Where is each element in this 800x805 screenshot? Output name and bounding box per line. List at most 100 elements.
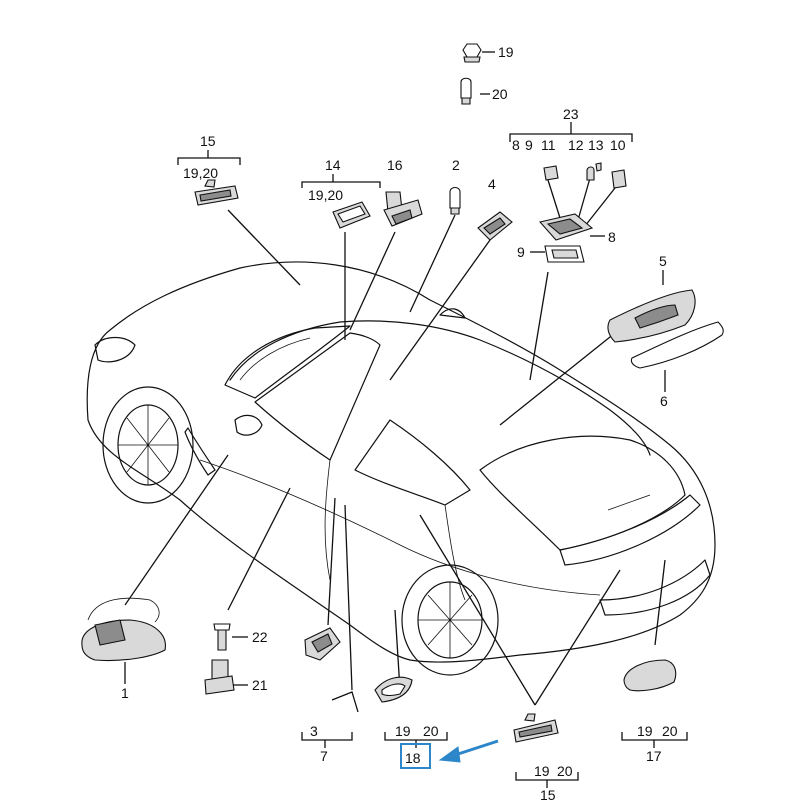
part-6-seal bbox=[630, 321, 724, 369]
callout-15-bottom: 15 bbox=[540, 787, 556, 800]
highlight-box-18 bbox=[400, 743, 431, 769]
callout-17: 17 bbox=[646, 748, 662, 764]
bracket-15-top bbox=[177, 157, 241, 165]
highlight-annotation bbox=[400, 739, 499, 769]
callout-19-group-17: 19 bbox=[637, 723, 653, 739]
part-17-lamp bbox=[623, 659, 677, 692]
part-8-lamp-housing bbox=[538, 213, 594, 241]
leader-7 bbox=[344, 504, 353, 691]
callout-6: 6 bbox=[660, 393, 668, 409]
callout-22: 22 bbox=[252, 629, 268, 645]
part-22-bulb bbox=[213, 623, 231, 651]
part-10-cap bbox=[611, 169, 627, 189]
callout-10: 10 bbox=[610, 137, 626, 153]
part-2-bulb bbox=[449, 186, 461, 215]
body-crease-line bbox=[199, 459, 601, 596]
callout-4: 4 bbox=[488, 176, 496, 192]
leader-lines bbox=[124, 51, 666, 706]
callout-9-top: 9 bbox=[525, 137, 533, 153]
part-13-bulb bbox=[595, 162, 602, 172]
rear-spoiler bbox=[559, 494, 701, 566]
antenna bbox=[439, 308, 466, 319]
rear-rim-spokes bbox=[418, 582, 482, 658]
callout-14-sub: 19,20 bbox=[308, 187, 343, 203]
parts bbox=[81, 43, 724, 743]
rear-side-window bbox=[354, 419, 471, 506]
leader-12 bbox=[577, 177, 591, 221]
callout-11: 11 bbox=[541, 137, 556, 153]
leader-3 bbox=[327, 497, 336, 626]
door-seam-line bbox=[324, 459, 331, 581]
leader-10 bbox=[584, 187, 616, 227]
callout-14: 14 bbox=[325, 157, 341, 173]
leader-15-top bbox=[227, 209, 301, 286]
callout-8-side: 8 bbox=[608, 229, 616, 245]
part-18-lamp bbox=[374, 676, 413, 703]
callout-20-group-15: 20 bbox=[557, 763, 573, 779]
part-9-lens bbox=[544, 245, 585, 263]
callout-18: 18 bbox=[405, 750, 421, 766]
car-illustration bbox=[86, 261, 716, 676]
callout-19-top: 19 bbox=[498, 44, 514, 60]
rear-badge bbox=[607, 494, 651, 511]
windshield bbox=[224, 325, 351, 399]
leader-2 bbox=[409, 214, 456, 313]
part-15-lamp-top bbox=[194, 179, 239, 206]
leader-11 bbox=[547, 179, 561, 219]
rear-door-seam bbox=[444, 504, 466, 601]
callout-13: 13 bbox=[588, 137, 604, 153]
callout-19-group-15: 19 bbox=[534, 763, 550, 779]
part-7-cable bbox=[331, 691, 359, 713]
highlight-arrow-shaft bbox=[454, 739, 499, 757]
part-21-socket bbox=[204, 659, 235, 695]
callout-8-top: 8 bbox=[512, 137, 520, 153]
callout-5: 5 bbox=[659, 253, 667, 269]
part-19-nut bbox=[462, 43, 482, 63]
callout-1: 1 bbox=[121, 685, 129, 701]
side-mirror bbox=[234, 414, 263, 436]
front-wheel bbox=[102, 386, 194, 504]
leader-18 bbox=[394, 609, 401, 691]
leader-15-bottom-a bbox=[419, 514, 536, 706]
part-11-bulb bbox=[543, 165, 559, 181]
side-vent bbox=[184, 427, 216, 476]
callout-21: 21 bbox=[252, 677, 268, 693]
callout-2: 2 bbox=[452, 157, 460, 173]
windshield-inner bbox=[239, 337, 311, 381]
leader-16 bbox=[349, 231, 396, 331]
part-3-lamp bbox=[304, 627, 341, 661]
leader-22 bbox=[227, 487, 291, 611]
part-20-bulb bbox=[460, 77, 472, 105]
callout-16: 16 bbox=[387, 157, 403, 173]
leader-9 bbox=[529, 271, 549, 381]
callout-15-top: 15 bbox=[200, 133, 216, 149]
leader-4 bbox=[389, 239, 491, 381]
part-16-module bbox=[383, 191, 423, 227]
callout-23: 23 bbox=[563, 106, 579, 122]
part-4-lamp bbox=[477, 211, 513, 241]
rear-window bbox=[479, 435, 686, 551]
part-15-lamp-bottom bbox=[513, 713, 559, 743]
part-12-bulb bbox=[586, 166, 595, 181]
callout-15-top-sub: 19,20 bbox=[183, 165, 218, 181]
bracket-14 bbox=[301, 181, 381, 188]
bracket-7 bbox=[301, 732, 353, 741]
callout-20-group-18: 20 bbox=[423, 723, 439, 739]
leader-17 bbox=[654, 559, 666, 646]
part-14-lamp bbox=[332, 201, 371, 229]
rear-bumper bbox=[599, 559, 711, 616]
callout-12: 12 bbox=[568, 137, 584, 153]
callout-7: 7 bbox=[320, 748, 328, 764]
group-brackets bbox=[177, 122, 688, 788]
front-rim-spokes bbox=[118, 405, 178, 485]
part-5-console bbox=[607, 289, 696, 343]
callout-9-side: 9 bbox=[517, 244, 525, 260]
leader-15-bottom-b bbox=[534, 569, 621, 706]
car-roof bbox=[229, 320, 651, 456]
callout-20-top: 20 bbox=[492, 86, 508, 102]
leader-1 bbox=[124, 454, 229, 606]
part-1-assembly bbox=[81, 597, 166, 662]
highlight-arrow-head bbox=[438, 746, 461, 763]
